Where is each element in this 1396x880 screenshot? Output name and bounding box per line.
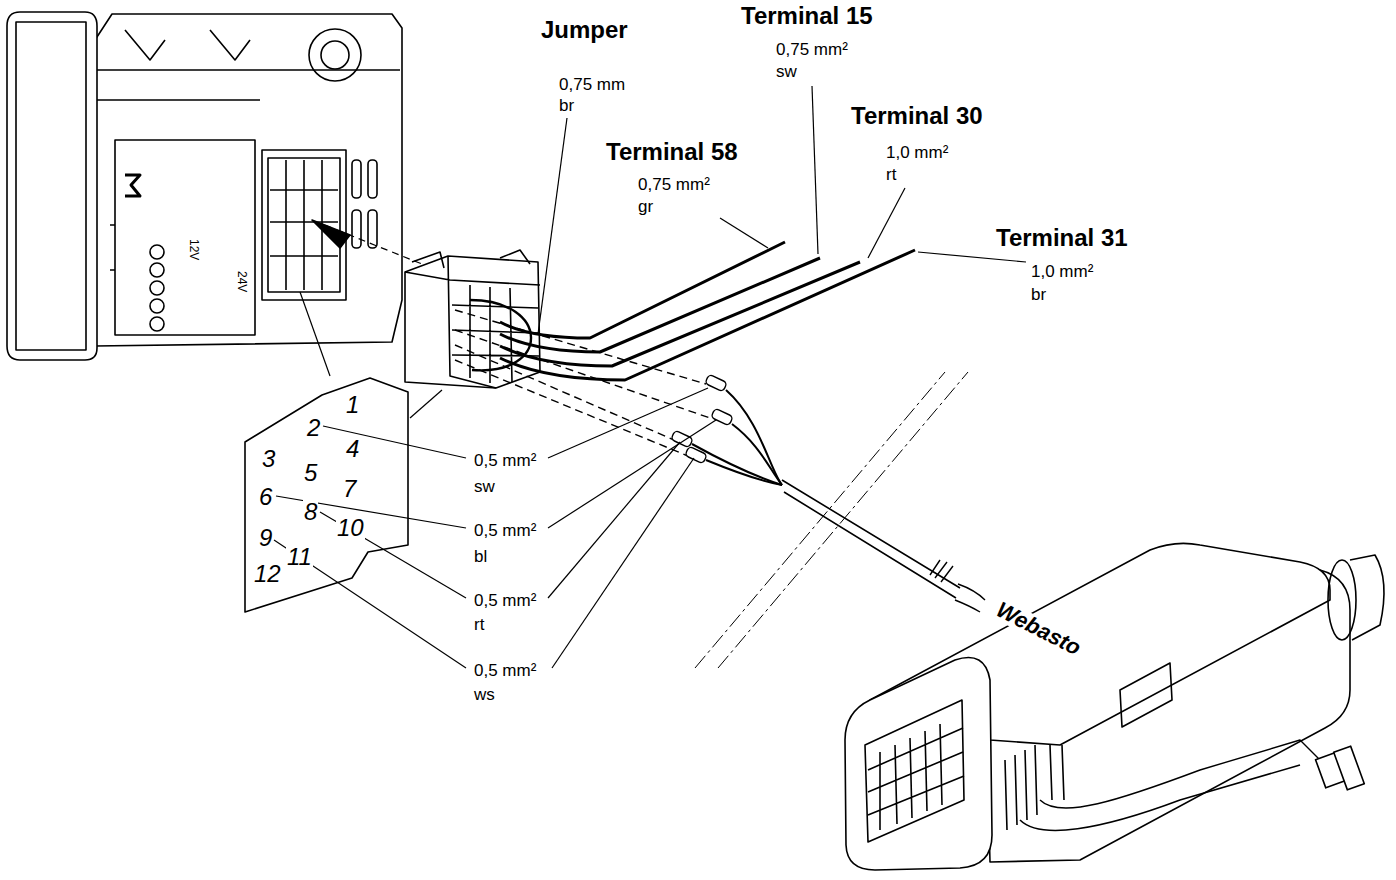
leader-lines xyxy=(274,86,1026,668)
pin-number: 6 xyxy=(258,485,273,509)
wire-size: 0,5 mm² xyxy=(473,592,537,609)
pin-number: 12 xyxy=(253,562,282,586)
terminal-label: Terminal 30 xyxy=(850,104,984,128)
pin-number: 3 xyxy=(261,447,276,471)
wire-size: 0,75 mm² xyxy=(775,41,849,58)
heater-unit xyxy=(845,543,1384,870)
supply-wires xyxy=(500,242,915,380)
wire-color: rt xyxy=(473,616,485,633)
terminal-label: Terminal 15 xyxy=(740,4,874,28)
wire-size: 0,75 mm xyxy=(558,76,626,93)
wire-color: rt xyxy=(885,166,897,183)
pin-number: 7 xyxy=(342,477,357,501)
pin-number: 5 xyxy=(303,461,318,485)
wire-color: gr xyxy=(637,198,654,215)
wire-color: ws xyxy=(473,686,496,703)
pin-number: 2 xyxy=(306,416,321,440)
wire-color: bl xyxy=(473,548,488,565)
wire-size: 0,5 mm² xyxy=(473,522,537,539)
pin-number: 1 xyxy=(345,393,360,417)
voltage-mark: 24V xyxy=(236,270,248,293)
pin-number: 11 xyxy=(286,545,313,569)
wire-color: br xyxy=(1030,286,1047,303)
wire-color: sw xyxy=(473,478,496,495)
wire-color: br xyxy=(558,97,575,114)
terminal-label: Terminal 31 xyxy=(995,226,1129,250)
pin-face xyxy=(245,378,408,612)
wire-size: 1,0 mm² xyxy=(885,144,949,161)
pin-number: 10 xyxy=(336,516,365,540)
voltage-mark: 12V xyxy=(188,238,200,261)
wire-color: sw xyxy=(775,63,798,80)
wire-size: 1,0 mm² xyxy=(1030,263,1094,280)
wire-size: 0,5 mm² xyxy=(473,662,537,679)
pin-number: 4 xyxy=(345,437,360,461)
timer-unit xyxy=(7,12,402,360)
harness-wires xyxy=(455,310,985,612)
pin-number: 8 xyxy=(303,500,318,524)
pin-number: 9 xyxy=(258,526,273,550)
terminal-label: Terminal 58 xyxy=(605,140,739,164)
wire-size: 0,75 mm² xyxy=(637,176,711,193)
terminal-label: Jumper xyxy=(540,18,629,42)
wire-size: 0,5 mm² xyxy=(473,452,537,469)
